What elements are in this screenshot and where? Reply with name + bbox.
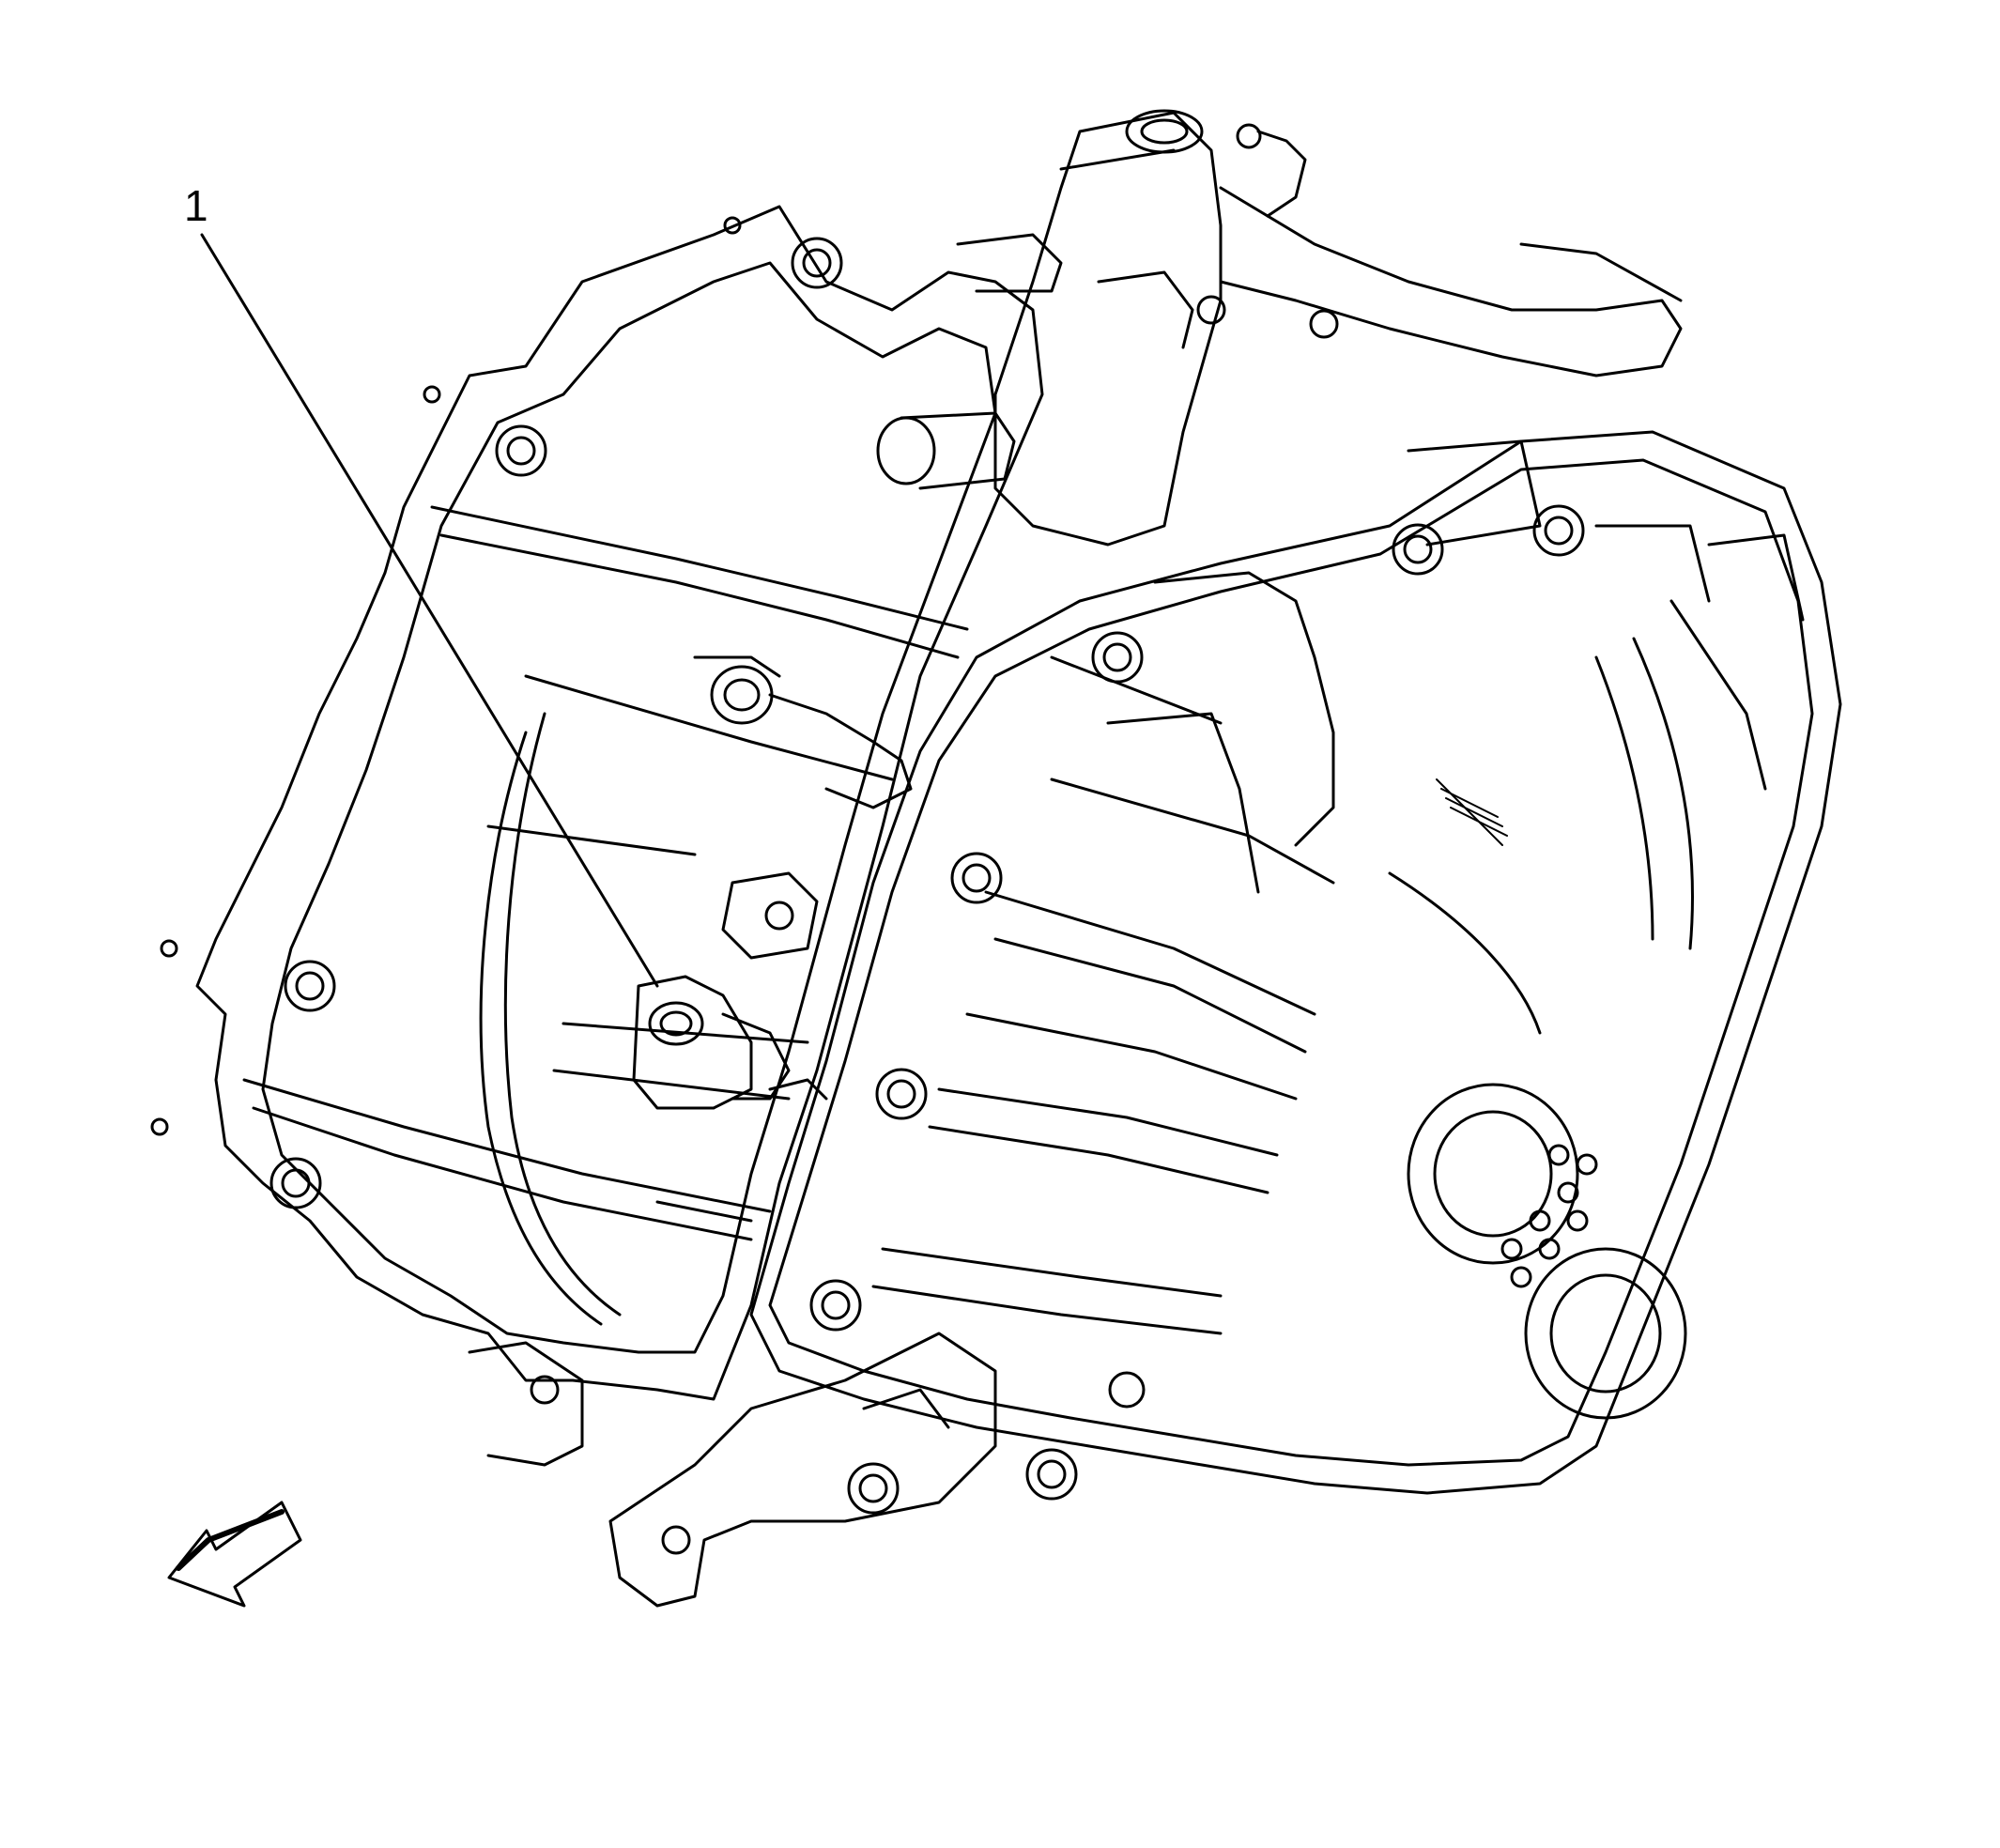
transmission-sensor [632, 975, 828, 1110]
shift-tower [876, 109, 1683, 547]
callout-leader-line [200, 233, 659, 988]
transmission-case [749, 430, 1842, 1495]
upper-fitting [693, 655, 913, 960]
output-bores [1407, 1083, 1687, 1420]
bell-housing [195, 205, 1044, 1401]
callout-label-1: 1 [184, 181, 208, 230]
case-ribs [1050, 439, 1805, 894]
arrow-icon [167, 1501, 302, 1608]
mount-bracket [468, 1332, 997, 1608]
flange-bolts [150, 216, 1585, 1515]
